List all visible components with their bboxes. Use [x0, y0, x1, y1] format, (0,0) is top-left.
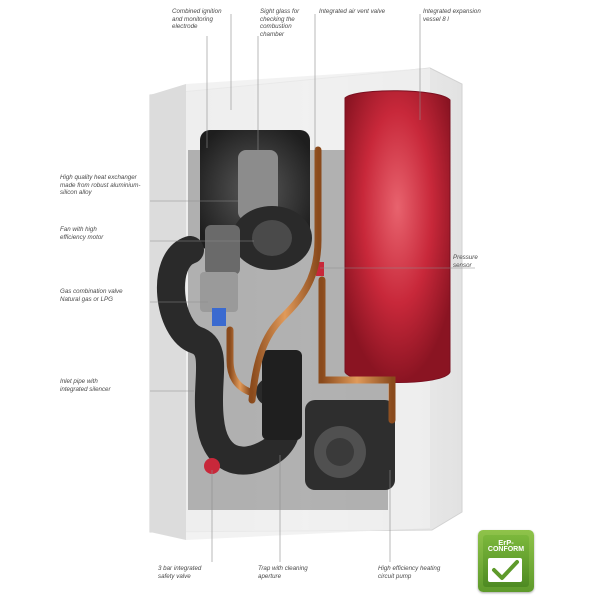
leader-lines	[150, 14, 475, 562]
callout-air-vent: Integrated air vent valve	[319, 8, 386, 15]
callout-inlet-pipe: Inlet pipe with integrated silencer	[60, 378, 111, 393]
erp-conform-badge: ErP- CONFORM	[478, 530, 534, 592]
callout-fan: Fan with high efficiency motor	[60, 226, 104, 241]
callout-gas-valve: Gas combination valve Natural gas or LPG	[60, 288, 123, 303]
callout-circuit-pump: High efficiency heating circuit pump	[378, 565, 441, 580]
callout-sight-glass: Sight glass for checking the combustion …	[260, 8, 300, 38]
erp-badge-check-panel	[488, 558, 522, 582]
checkmark-icon	[492, 560, 519, 580]
erp-badge-line2: CONFORM	[487, 546, 525, 553]
callout-expansion-vessel: Integrated expansion vessel 8 l	[423, 8, 481, 23]
callout-heat-exchanger: High quality heat exchanger made from ro…	[60, 174, 141, 197]
expansion-vessel	[344, 90, 451, 383]
callout-trap: Trap with cleaning aperture	[258, 565, 308, 580]
copper-pipes	[226, 146, 412, 474]
callout-ignition-electrode: Combined ignition and monitoring electro…	[172, 8, 222, 31]
callout-pressure-sensor: Pressure sensor	[453, 254, 478, 269]
erp-badge-line1: ErP-	[498, 538, 514, 547]
callout-safety-valve: 3 bar integrated safety valve	[158, 565, 202, 580]
